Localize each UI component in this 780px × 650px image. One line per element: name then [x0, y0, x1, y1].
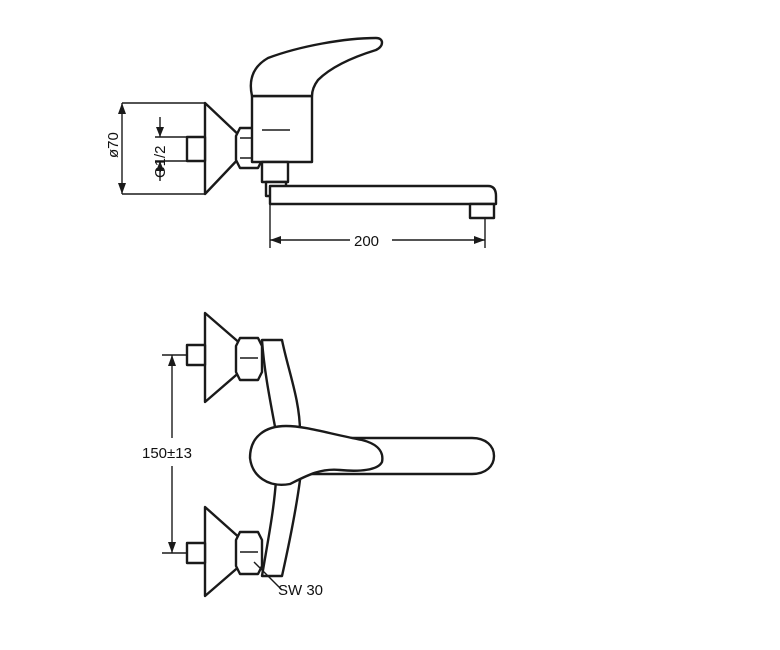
top-view: 150±13 SW 30: [142, 311, 496, 599]
diameter-dimension: [118, 102, 205, 195]
top-lever-handle: [248, 424, 384, 486]
side-spout-connector: [260, 160, 290, 184]
wrench-size-label: SW 30: [278, 582, 323, 599]
side-lever-handle: [249, 36, 384, 98]
wrench-size-leader: [253, 561, 283, 591]
spout-length-dimension: [269, 204, 486, 248]
center-distance-dimension: [162, 354, 187, 554]
diameter-label: ø70: [105, 132, 122, 158]
top-upper-thread-stub: [185, 343, 207, 367]
side-aerator: [468, 202, 496, 220]
top-lower-thread-stub: [185, 541, 207, 565]
top-lower-hex-nut: [234, 530, 264, 576]
side-view: ø70 G1/2 200: [105, 36, 498, 250]
side-mixer-body: [250, 94, 314, 164]
top-upper-hex-nut: [234, 336, 264, 382]
side-spout: [268, 184, 498, 206]
center-distance-label: 150±13: [142, 445, 192, 462]
thread-dimension: [155, 117, 188, 181]
spout-length-label: 200: [354, 233, 379, 250]
side-thread-stub: [185, 135, 207, 163]
thread-label: G1/2: [152, 145, 169, 178]
